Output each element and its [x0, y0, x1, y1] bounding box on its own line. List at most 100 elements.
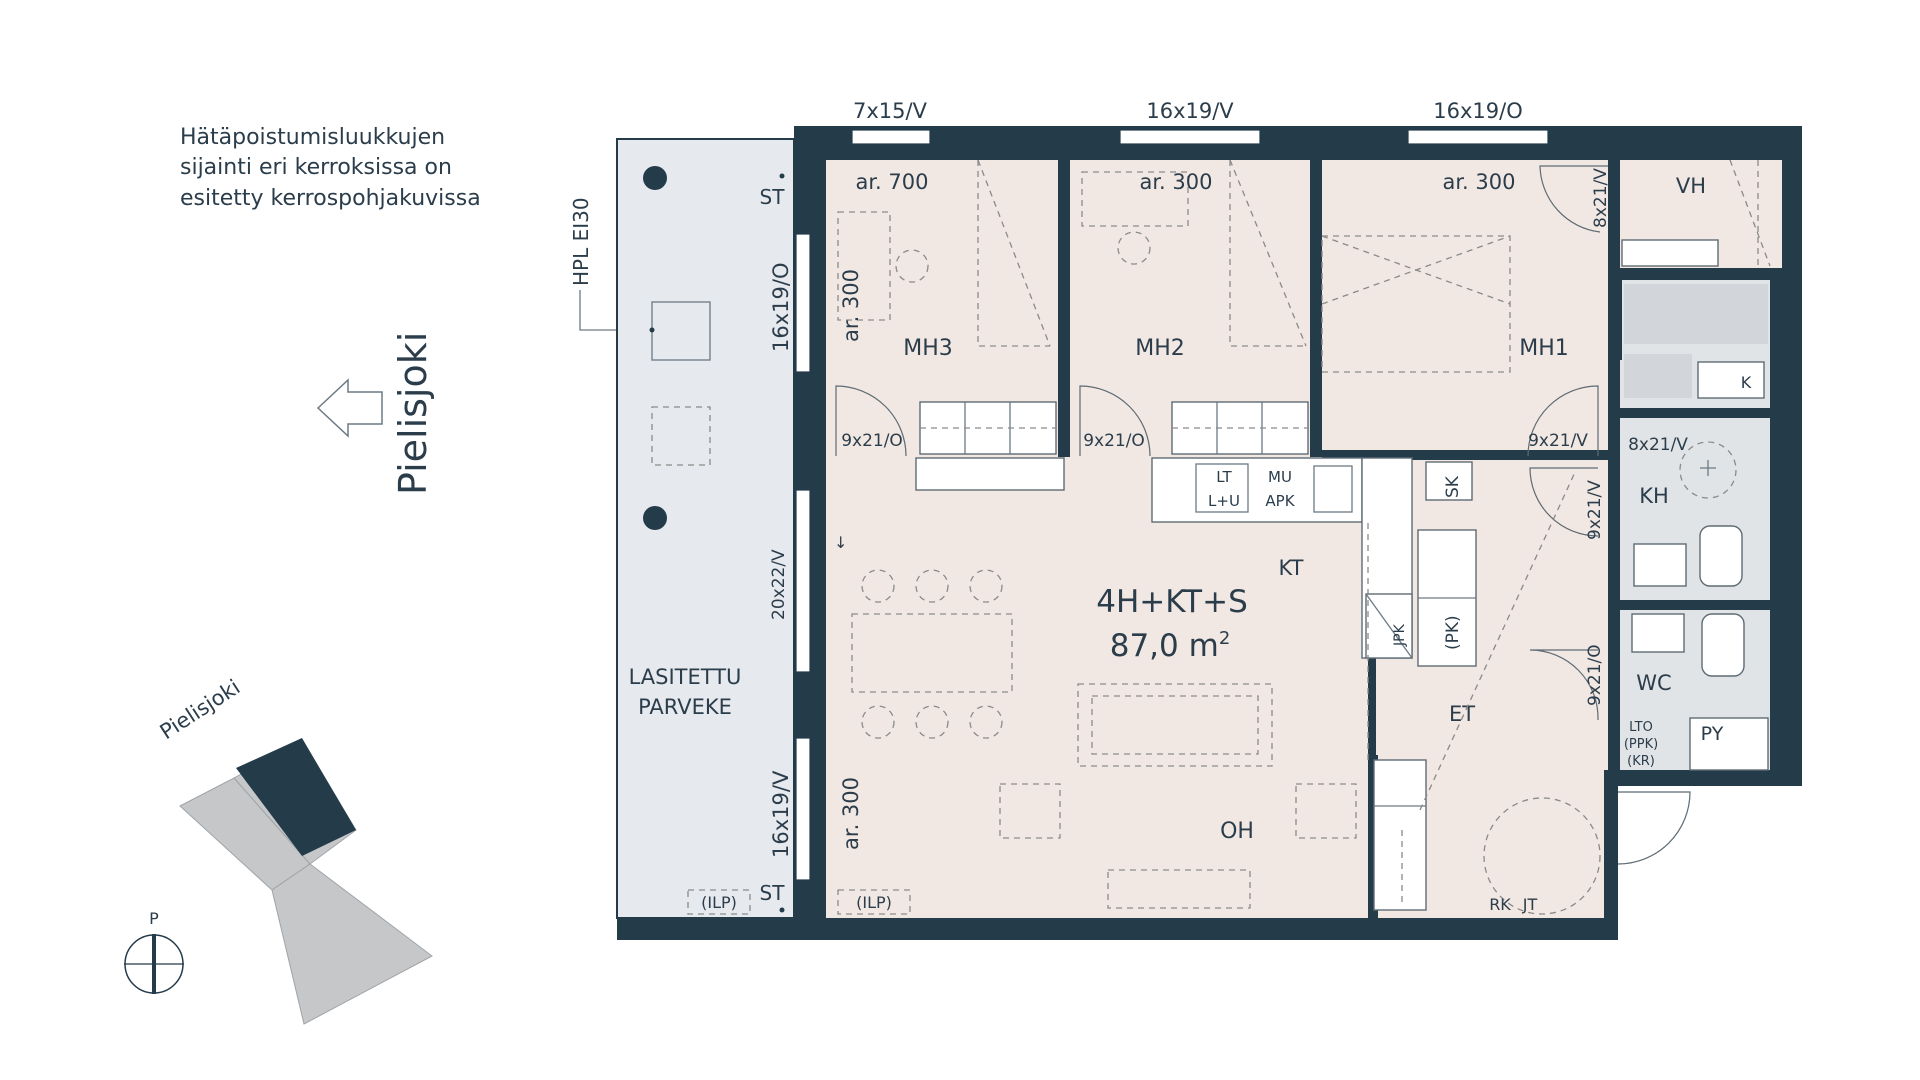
mh2-chair: [1117, 231, 1151, 265]
wall-kh-south: [1620, 600, 1782, 610]
wall-wet-east: [1770, 280, 1782, 770]
label-vh: VH: [1676, 174, 1706, 198]
island-cabinet: [915, 457, 1065, 491]
sauna-stove-label: K: [1741, 373, 1752, 392]
label-kr: (KR): [1627, 754, 1655, 769]
window-top-mh1: [1407, 129, 1549, 145]
sk-cabinet: [1425, 461, 1473, 501]
sofa: [1077, 683, 1273, 767]
py-cabinet: [1689, 717, 1769, 771]
hatch-point-icon: [649, 327, 655, 333]
clearance-mh3-top: ar. 700: [855, 170, 928, 194]
clearance-mh2-top: ar. 300: [1139, 170, 1212, 194]
wall-mh2-mh1: [1310, 160, 1322, 457]
door-label-mh2: 9x21/O: [1083, 431, 1145, 451]
door-vh-swing: [1539, 165, 1608, 233]
shower-icon: [1700, 460, 1716, 476]
mh3-chair: [895, 249, 929, 283]
door-wc-swing: [1529, 649, 1599, 721]
clearance-mh3-side: ar. 300: [839, 269, 863, 342]
label-ppk: (PPK): [1624, 737, 1658, 752]
label-sk: SK: [1443, 475, 1463, 498]
site-plan: Pielisjoki P: [124, 675, 433, 1025]
kitchen-sink-icon: [1313, 465, 1353, 513]
mh2-desk: [1081, 171, 1189, 227]
note-line-3: esitetty kerrospohjakuvissa: [180, 186, 481, 211]
arrow-left-icon: [316, 378, 383, 438]
label-et: ET: [1449, 702, 1475, 726]
vh-diag: [1729, 159, 1771, 267]
window-label-top-mh2: 16x19/V: [1146, 99, 1234, 123]
note-line-2: sijainti eri kerroksissa on: [180, 155, 452, 180]
room-floors: [826, 160, 1782, 920]
label-py: PY: [1701, 723, 1724, 745]
label-rk: RK: [1489, 895, 1511, 914]
wall-wc-bottom: [1610, 770, 1802, 786]
apartment-area: 87,0 m2: [1110, 628, 1231, 664]
label-oh: OH: [1220, 819, 1254, 844]
kh-toilet: [1699, 525, 1743, 587]
tv-stand: [1107, 869, 1251, 909]
hatch-below-marker: [651, 406, 711, 466]
door-label-kh-top: 8x21/V: [1628, 435, 1688, 455]
label-mh3: MH3: [903, 336, 953, 361]
door-mh3-swing: [835, 385, 907, 457]
balcony-drain-top-icon: [643, 166, 667, 190]
entry-sightline: [1419, 469, 1577, 811]
st-point-bottom-icon: [779, 907, 785, 913]
wall-sauna-west: [1614, 280, 1622, 360]
glazed-balcony: [616, 138, 795, 919]
window-label-left-top: 16x19/O: [769, 263, 793, 352]
clearance-mh1-top: ar. 300: [1442, 170, 1515, 194]
label-lto: LTO: [1629, 720, 1653, 735]
label-kt: KT: [1279, 556, 1304, 580]
ilp-balcony-box: [687, 889, 751, 915]
wc-sink: [1631, 613, 1685, 653]
window-top-mh2: [1119, 129, 1261, 145]
door-label-wc: 9x21/O: [1585, 644, 1605, 706]
storage-st-top: ST: [760, 185, 786, 209]
top-windows: 7x15/V 16x19/V 16x19/O: [851, 99, 1549, 145]
balcony-label-1: LASITETTU: [629, 665, 742, 689]
wall-right: [1782, 126, 1802, 786]
label-jpk: JPK: [1392, 623, 1408, 647]
wall-top: [794, 126, 1788, 160]
wall-mh3-mh2: [1058, 160, 1070, 457]
ilp-balcony-label: (ILP): [701, 893, 737, 912]
kitchen-counter: [1151, 457, 1363, 523]
label-mu: MU: [1268, 468, 1292, 486]
wall-vh-south: [1620, 268, 1782, 280]
mh2-wardrobe-outline: [1229, 160, 1306, 347]
armchair-right: [1295, 783, 1357, 839]
ilp-living-box: [837, 889, 911, 915]
sauna-stove: [1697, 361, 1765, 399]
mh1-bed-diag-2: [1321, 235, 1511, 305]
entry-turning-circle: [1483, 797, 1601, 915]
door-mh2-swing: [1079, 385, 1151, 457]
left-windows: 16x19/O 20x22/V 16x19/V: [769, 233, 811, 881]
kitchen: LT L+U MU APK SK (PK) JPK: [915, 457, 1477, 667]
label-kh: KH: [1639, 484, 1669, 508]
area-value: 87,0 m: [1110, 628, 1219, 664]
label-lu: L+U: [1208, 492, 1240, 510]
door-label-mh3: 9x21/O: [841, 431, 903, 451]
wall-entry-right: [1604, 770, 1618, 940]
window-left-top: [795, 233, 811, 373]
dining-chair-5: [915, 705, 949, 739]
label-mh2: MH2: [1135, 336, 1185, 361]
entry-wardrobe: [1373, 759, 1427, 911]
site-building-b: [271, 863, 433, 1025]
vh-shelf: [1621, 239, 1719, 267]
shower-area: [1679, 441, 1737, 499]
wall-bottom: [617, 918, 1617, 940]
kh-fixtures: [1633, 441, 1743, 587]
kitchen-dishwasher: [1195, 463, 1249, 513]
site-highlight: [236, 738, 356, 856]
dining-chair-4: [861, 705, 895, 739]
mh2-wardrobe-diag: [1229, 159, 1307, 347]
evacuation-note: Hätäpoistumisluukkujen sijainti eri kerr…: [180, 125, 481, 211]
window-left-mid: [795, 489, 811, 673]
north-label: P: [149, 909, 159, 928]
wall-mh1-east: [1608, 160, 1620, 770]
room-living: [826, 457, 1610, 920]
